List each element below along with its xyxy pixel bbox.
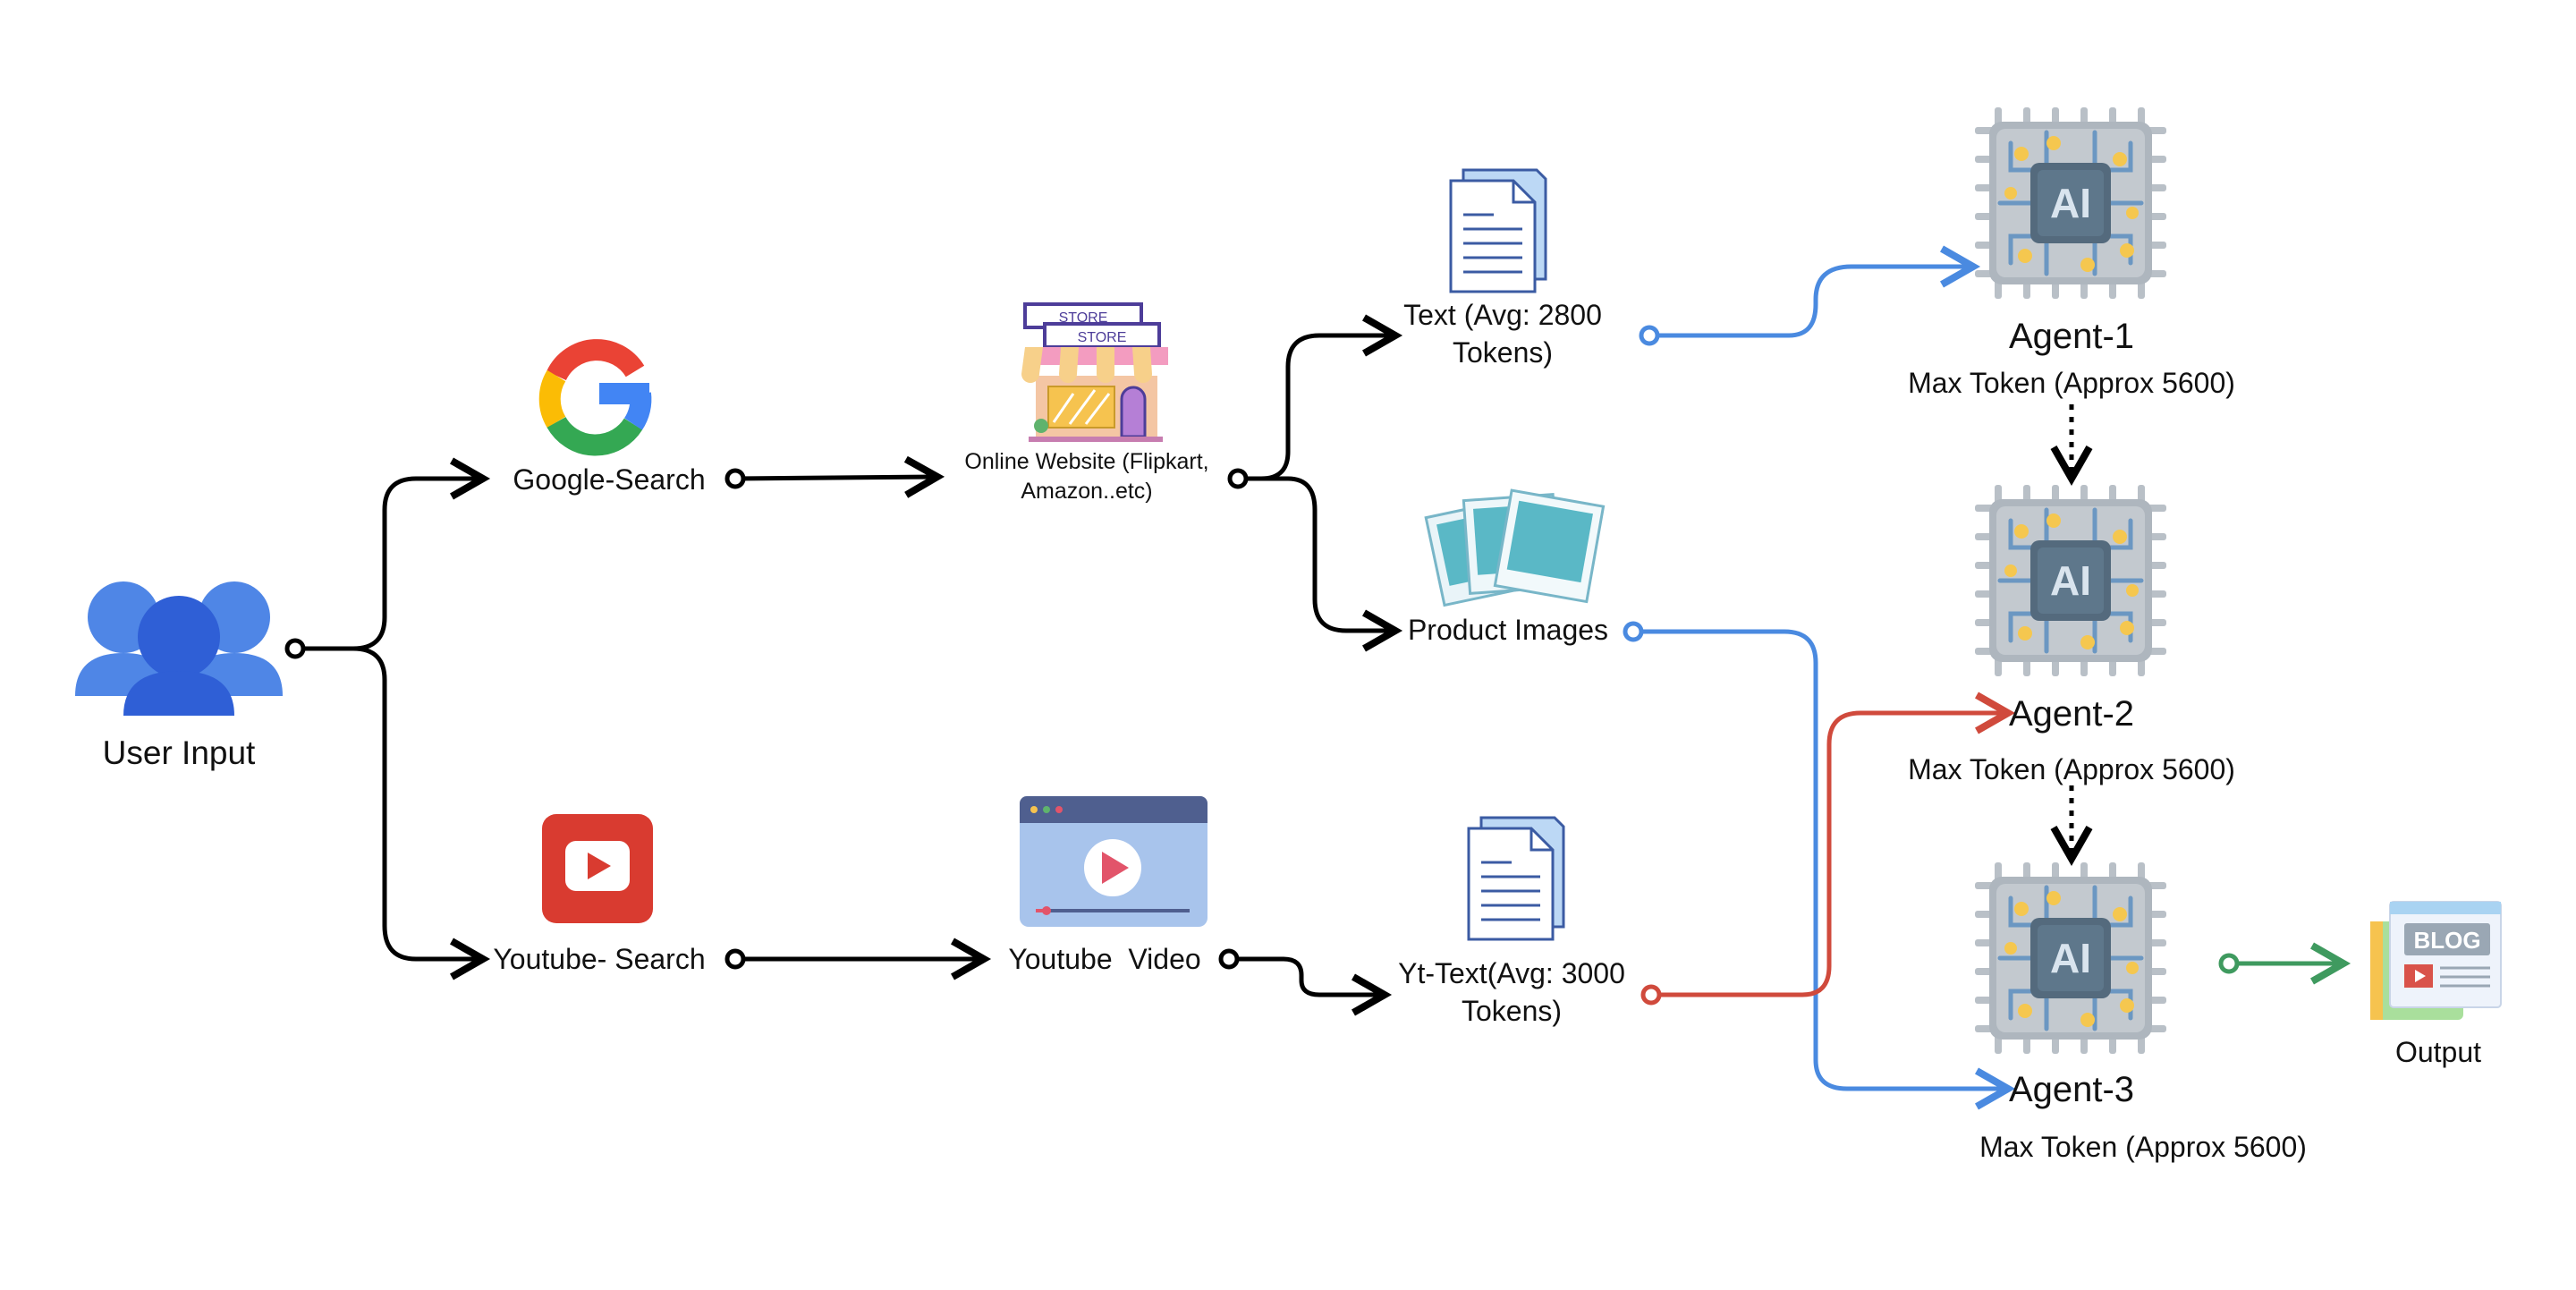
port-google (724, 468, 746, 489)
agent2-title: Agent-2 (2008, 694, 2135, 734)
agent1-title: Agent-1 (2008, 317, 2135, 356)
agent1-chip-icon: AI (1975, 107, 2166, 299)
agent3-chip-icon: AI (1975, 862, 2166, 1054)
google-search-label: Google-Search (513, 463, 706, 496)
connector-user-to-youtube (292, 646, 491, 980)
store-icon (1021, 302, 1168, 442)
online-website-label: Online Website (Flipkart, Amazon..etc) (939, 447, 1234, 505)
connector-user-to-google (292, 457, 491, 651)
text-label-line1: Text (Avg: 2800 (1403, 299, 1602, 331)
agent1-subtitle: Max Token (Approx 5600) (1908, 367, 2235, 399)
port-agent3 (2218, 953, 2240, 974)
port-website (1227, 468, 1249, 489)
svg-text:AI: AI (2050, 557, 2091, 604)
yt-text-label-line1: Yt-Text(Avg: 3000 (1398, 957, 1625, 989)
yt-text-label: Yt-Text(Avg: 3000 Tokens) (1377, 955, 1646, 1030)
text-label: Text (Avg: 2800 Tokens) (1368, 297, 1637, 371)
svg-text:AI: AI (2050, 935, 2091, 981)
svg-text:AI: AI (2050, 180, 2091, 226)
port-video (1218, 948, 1240, 970)
online-website-line1: Online Website (Flipkart, (964, 449, 1209, 474)
connector-yttext-to-agent2 (1648, 692, 2016, 997)
output-label: Output (2394, 1036, 2482, 1068)
google-icon (538, 339, 652, 456)
connector-website-to-images (1235, 476, 1403, 652)
connector-google-to-website (733, 455, 945, 498)
store-sign-top-text: STORE (1059, 310, 1108, 326)
video-player-icon (1020, 796, 1208, 927)
port-ytsearch (724, 948, 746, 970)
agent3-subtitle: Max Token (Approx 5600) (1979, 1131, 2307, 1163)
youtube-icon (542, 814, 653, 923)
user-input-label: User Input (102, 734, 256, 771)
yt-text-label-line2: Tokens) (1461, 994, 1563, 1027)
blog-icon: BLOG (2370, 901, 2502, 1020)
youtube-search-label: Youtube- Search (493, 943, 706, 975)
product-images-label: Product Images (1407, 614, 1609, 646)
agent2-chip-icon: AI (1975, 485, 2166, 676)
port-yttext (1640, 984, 1662, 1006)
yt-text-document-icon (1467, 816, 1565, 941)
agent3-title: Agent-3 (2008, 1070, 2135, 1109)
store-sign-bottom-text: STORE (1078, 330, 1127, 345)
text-document-icon (1449, 168, 1547, 293)
text-label-line2: Tokens) (1452, 335, 1554, 369)
port-user-input (284, 638, 306, 659)
youtube-video-label: Youtube Video (1008, 943, 1201, 975)
users-icon (75, 581, 283, 716)
connector-text-to-agent1 (1647, 245, 1981, 338)
online-website-line2: Amazon..etc) (1021, 478, 1153, 504)
agent2-subtitle: Max Token (Approx 5600) (1908, 753, 2235, 785)
port-images (1623, 621, 1644, 642)
svg-text:BLOG: BLOG (2413, 927, 2480, 954)
photos-icon (1424, 488, 1606, 607)
connector-video-to-yttext (1226, 956, 1393, 1016)
port-text (1639, 325, 1660, 346)
connector-images-to-agent3 (1634, 629, 2016, 1110)
